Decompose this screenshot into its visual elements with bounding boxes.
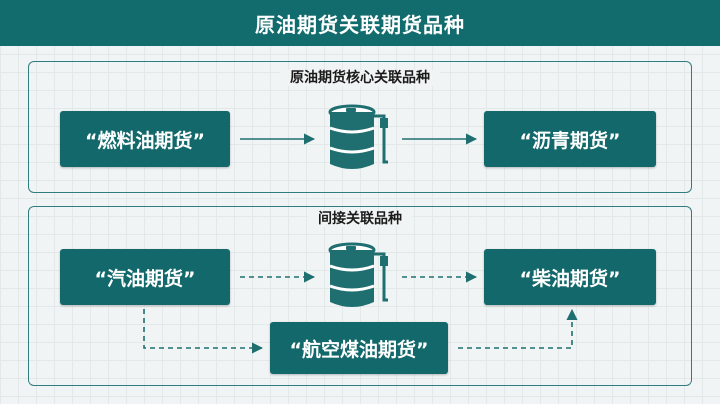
- page-title-banner: 原油期货关联期货品种: [0, 0, 720, 46]
- core-section-frame: [28, 61, 692, 193]
- node-jet-fuel-futures[interactable]: “航空煤油期货”: [270, 322, 448, 374]
- indirect-section-frame: [28, 206, 692, 386]
- node-gasoline-futures[interactable]: “汽油期货”: [60, 249, 230, 305]
- node-diesel-futures[interactable]: “柴油期货”: [484, 249, 656, 305]
- arrow-jetfuel-to-diesel: [458, 308, 578, 349]
- core-section-title: 原油期货核心关联品种: [0, 67, 720, 87]
- page-title: 原油期货关联期货品种: [255, 12, 465, 37]
- oil-barrel-icon: [328, 104, 388, 169]
- arrow-gasoline-to-jetfuel: [143, 309, 264, 354]
- indirect-section-title: 间接关联品种: [0, 208, 720, 228]
- oil-barrel-icon: [328, 242, 388, 307]
- node-asphalt-futures[interactable]: “沥青期货”: [484, 111, 656, 167]
- node-fuel-oil-futures[interactable]: “燃料油期货”: [60, 111, 230, 167]
